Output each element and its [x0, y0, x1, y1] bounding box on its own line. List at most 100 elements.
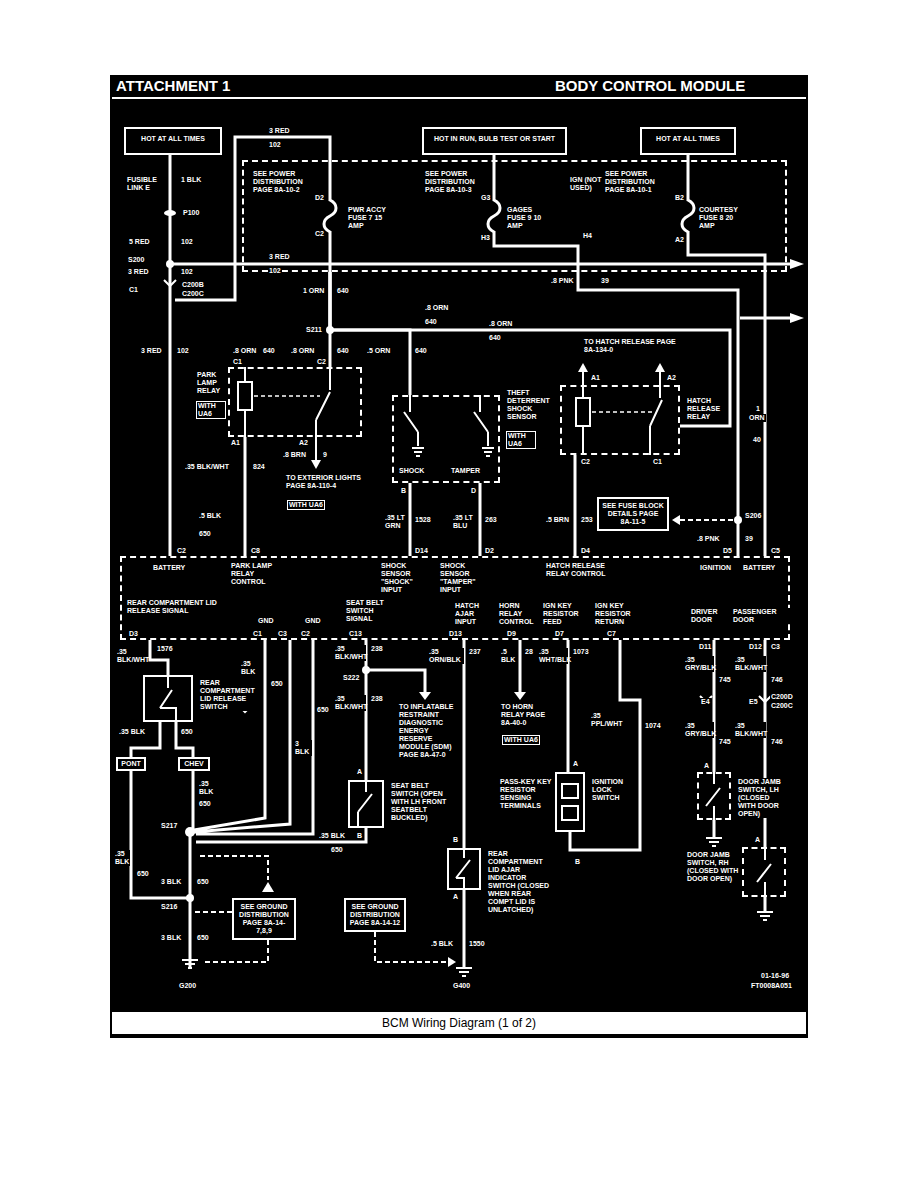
wire-label: A [452, 893, 459, 901]
wire-label: .8 ORN [290, 347, 315, 355]
wire-connector [463, 640, 466, 848]
wire-label: D [470, 487, 477, 495]
power-source-box: HOT IN RUN, BULB TEST OR START [422, 127, 567, 155]
wire-label: WITH UA6 [287, 500, 325, 510]
wire-label: D5 [722, 547, 733, 555]
wire-label: 3 BLK [160, 934, 182, 942]
wire-label: .8 BRN [282, 451, 307, 459]
wire-label: 640 [488, 334, 502, 342]
wire-label: 5 RED [128, 238, 151, 246]
node-text: REAR COMPARTMENT LID AJAR INDICATOR SWIT… [487, 850, 553, 914]
node-text: GND [304, 617, 322, 625]
switch-box: REAR COMPARTMENT LID AJAR INDICATOR SWIT… [447, 848, 481, 890]
node-text: IGN KEY RESISTOR FEED [542, 602, 590, 626]
wire-label: .35 BLK [240, 660, 262, 676]
wire-label: 650 [316, 706, 330, 714]
option-box: PONT [116, 757, 146, 771]
wire-label: D3 [128, 630, 139, 638]
wire-label: A [703, 762, 710, 770]
wire-label: 1576 [156, 645, 174, 653]
wire-label: S222 [342, 674, 360, 682]
wire-label: 1 ORN [302, 287, 325, 295]
wire-connector [244, 437, 247, 556]
wire-label: A1 [230, 439, 241, 447]
wire-label: C200C [770, 702, 794, 710]
switch-box: SEAT BELT SWITCH (OPEN WITH LH FRONT SEA… [348, 780, 384, 828]
wire-label: C8 [250, 547, 261, 555]
wire-label: 102 [180, 268, 194, 276]
wire-label: C3 [277, 630, 288, 638]
wire-label: 253 [580, 516, 594, 524]
node-text: SEE GROUND DISTRIBUTION PAGE 8A-14-7,8,9 [237, 903, 291, 935]
wire-label: 1074 [644, 722, 662, 730]
node-text: SEE POWER DISTRIBUTION PAGE 8A-10-3 [424, 170, 488, 194]
wire-label: 3 RED [268, 127, 291, 135]
node-text: PASSENGER DOOR [732, 608, 792, 624]
wire-label: C3 [770, 643, 781, 651]
wire-label: S216 [160, 903, 178, 911]
wire-label: .8 ORN [232, 347, 257, 355]
wire-label: D2 [314, 194, 325, 202]
wire-label: S200 [127, 256, 145, 264]
wire-label: .35 ORN/BLK [428, 648, 464, 664]
wire-label: C1 [232, 358, 243, 366]
wire-label: A2 [666, 374, 677, 382]
wire-label: 650 [136, 870, 150, 878]
wire-label: 1 BLK [180, 176, 202, 184]
wire-connector [169, 155, 172, 556]
node-text: PARK LAMP RELAY [196, 371, 228, 395]
relay-box: HATCH RELEASE RELAY [560, 385, 680, 455]
wire-label: D12 [748, 643, 763, 651]
wire-connector [578, 272, 738, 556]
wire-connector [330, 272, 730, 426]
wire-label: .35 GRY/BLK [684, 722, 714, 738]
node-text: IGN (NOT USED) [569, 176, 607, 192]
wire-label: .35 PPL/WHT [590, 712, 620, 728]
fuse-block: SEE POWER DISTRIBUTION PAGE 8A-10-2PWR A… [242, 160, 787, 272]
wire-label: A2 [674, 236, 685, 244]
wire-label: .5 ORN [366, 347, 391, 355]
node-text: IGNITION LOCK SWITCH [591, 778, 629, 802]
wire-label: C13 [348, 630, 363, 638]
wire-label: D2 [484, 547, 495, 555]
node-text: PWR ACCY FUSE 7 15 AMP [347, 206, 391, 230]
wire-label: .5 BRN [545, 516, 570, 524]
wire-label: .8 PNK [696, 535, 721, 543]
wire-label: WITH UA6 [502, 735, 540, 745]
wire-label: A [754, 836, 761, 844]
node-text: DOOR JAMB SWITCH, LH (CLOSED WITH DOOR O… [737, 778, 789, 818]
wire-label: TO HATCH RELEASE PAGE 8A-134-0 [583, 338, 680, 354]
wire-label: 3 RED [268, 253, 291, 261]
wire-connector [570, 640, 640, 850]
wire-label: 1550 [468, 940, 486, 948]
node-text: HATCH RELEASE RELAY [686, 397, 728, 421]
wire-label: B [400, 487, 407, 495]
node-text: SHOCK SENSOR "SHOCK" INPUT [380, 562, 432, 594]
node-text: PARK LAMP RELAY CONTROL [230, 562, 282, 586]
wire-label: .35 BLK/WHT [116, 648, 148, 664]
relay-box: PARK LAMP RELAYWITH UA6 [228, 367, 362, 437]
wire-label: 40 [752, 436, 762, 444]
wire-label: 640 [414, 347, 428, 355]
wire-label: 102 [180, 238, 194, 246]
wire-label: FUSIBLE LINK E [126, 176, 162, 192]
node-text: THEFT DETERRENT SHOCK SENSOR [506, 389, 556, 421]
wire-label: C2 [176, 547, 187, 555]
reference-box: SEE GROUND DISTRIBUTION PAGE 8A-14-7,8,9 [232, 898, 296, 940]
wire-label: C1 [252, 630, 263, 638]
wire-label: 640 [336, 287, 350, 295]
wire-connector [176, 722, 193, 757]
wire-label: 824 [252, 463, 266, 471]
node-text: DRIVER DOOR [690, 608, 732, 624]
node-text: WITH UA6 [506, 431, 536, 449]
wire-label: 39 [600, 277, 610, 285]
wire-label: C200D [770, 693, 794, 701]
wire-label: 650 [198, 530, 212, 538]
caption-text: BCM Wiring Diagram (1 of 2) [110, 1016, 808, 1030]
wire-label: 237 [468, 648, 482, 656]
wire-label: 238 [370, 695, 384, 703]
node-text: SEE FUSE BLOCK DETAILS PAGE 8A-11-5 [602, 502, 664, 526]
wire-label: C2 [300, 630, 311, 638]
node-text: REAR COMPARTMENT LID RELEASE SIGNAL [126, 599, 238, 615]
